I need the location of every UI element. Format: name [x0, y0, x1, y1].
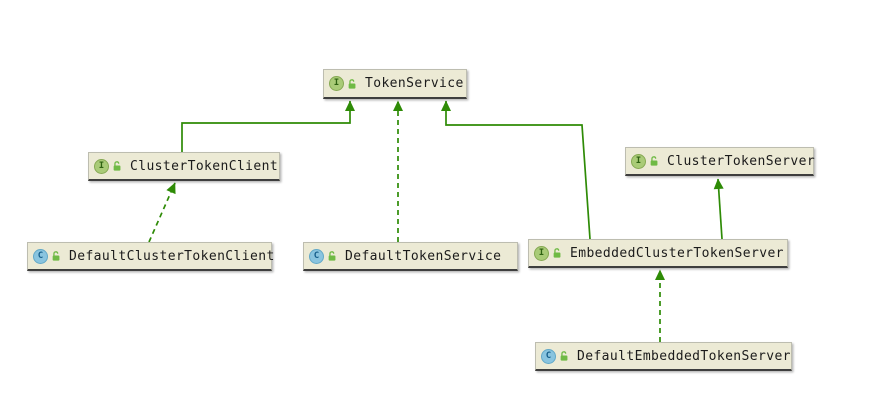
- edge-implements-default-cluster-token-client-to-cluster-token-client: [148, 182, 176, 243]
- interface-node-cluster-token-client[interactable]: I ClusterTokenClient: [88, 152, 280, 181]
- lock-open-icon: [347, 78, 358, 90]
- node-label: EmbeddedClusterTokenServer: [570, 245, 784, 261]
- node-label: DefaultEmbeddedTokenServer: [577, 348, 791, 364]
- interface-icon: I: [329, 76, 344, 91]
- lock-open-icon: [559, 350, 570, 362]
- class-icon: C: [33, 248, 48, 264]
- interface-icon: I: [534, 245, 549, 261]
- edge-extends-embedded-cluster-token-server-to-cluster-token-server: [713, 178, 724, 240]
- lock-open-icon: [552, 247, 563, 259]
- class-node-default-cluster-token-client[interactable]: C DefaultClusterTokenClient: [27, 242, 275, 271]
- class-node-default-token-service[interactable]: C DefaultTokenService: [303, 242, 518, 271]
- class-icon: C: [541, 348, 556, 364]
- interface-node-cluster-token-server[interactable]: I ClusterTokenServer: [625, 147, 816, 176]
- edge-extends-embedded-cluster-token-server-to-token-service: [441, 100, 591, 240]
- interface-icon: I: [631, 153, 646, 169]
- node-label: ClusterTokenClient: [130, 158, 279, 174]
- interface-node-embedded-cluster-token-server[interactable]: I EmbeddedClusterTokenServer: [528, 239, 788, 268]
- lock-open-icon: [112, 160, 123, 172]
- node-label: TokenService: [365, 76, 464, 91]
- lock-open-icon: [51, 250, 62, 262]
- lock-open-icon: [649, 155, 660, 167]
- interface-node-token-service[interactable]: I TokenService: [323, 69, 467, 99]
- interface-icon: I: [94, 158, 109, 174]
- node-label: ClusterTokenServer: [667, 153, 816, 169]
- lock-open-icon: [327, 250, 338, 262]
- edge-extends-cluster-token-client-to-token-service: [181, 100, 355, 152]
- class-icon: C: [309, 248, 324, 264]
- node-label: DefaultClusterTokenClient: [69, 248, 275, 264]
- class-node-default-embedded-token-server[interactable]: C DefaultEmbeddedTokenServer: [535, 342, 792, 371]
- node-label: DefaultTokenService: [345, 248, 502, 264]
